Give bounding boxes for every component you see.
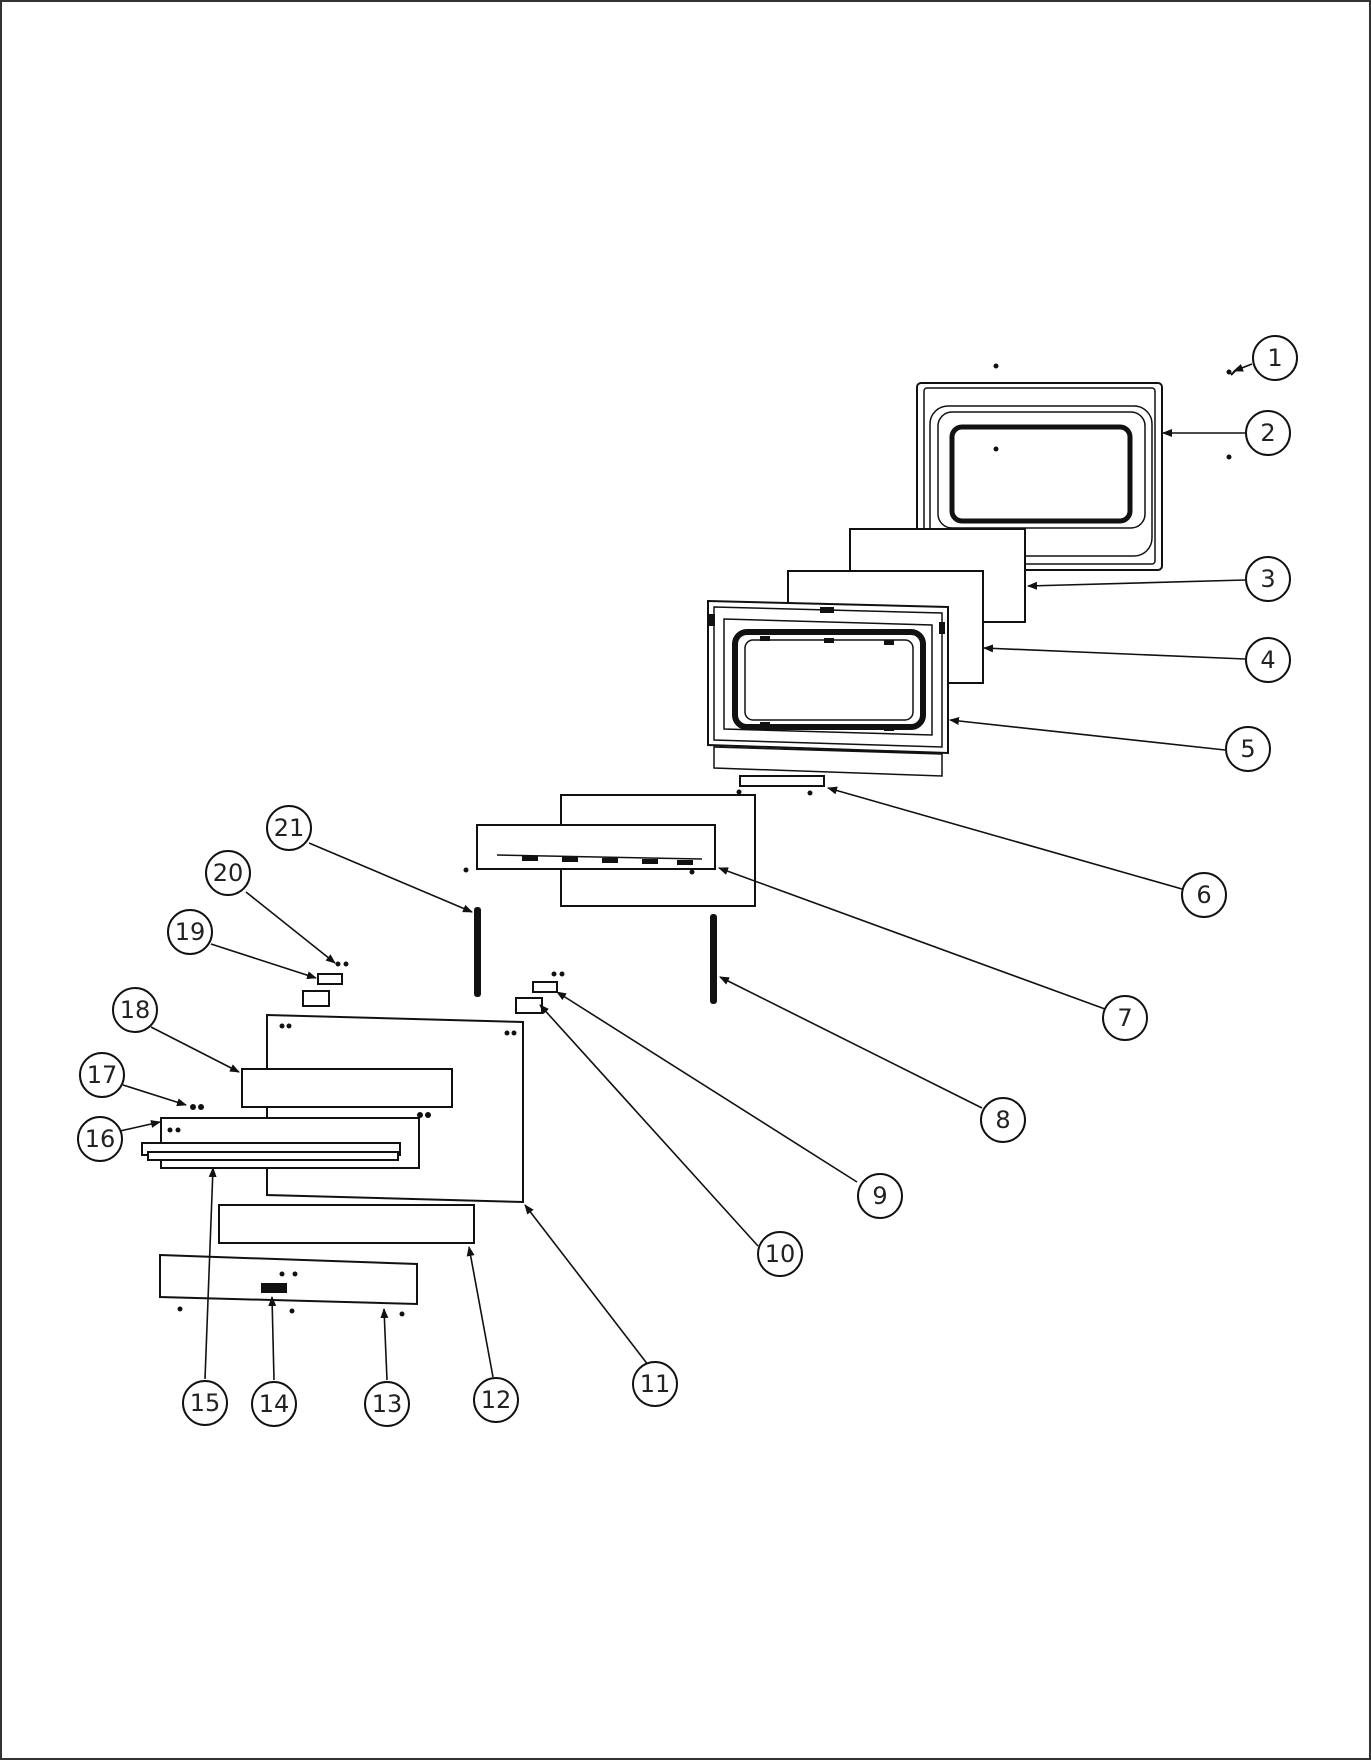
callout-15: 15 bbox=[182, 1380, 228, 1426]
inner-door-frame bbox=[707, 599, 949, 777]
callout-11: 11 bbox=[632, 1361, 678, 1407]
callout-12: 12 bbox=[473, 1377, 519, 1423]
bottom-trim-strip bbox=[736, 775, 825, 796]
outer-door-frame bbox=[916, 363, 1239, 571]
callout-label: 15 bbox=[190, 1389, 221, 1417]
callout-label: 21 bbox=[274, 814, 305, 842]
callout-label: 16 bbox=[85, 1125, 116, 1153]
callout-label: 1 bbox=[1267, 344, 1282, 372]
callout-label: 19 bbox=[175, 918, 206, 946]
callout-3: 3 bbox=[1245, 556, 1291, 602]
callout-10: 10 bbox=[757, 1231, 803, 1277]
callout-7: 7 bbox=[1102, 995, 1148, 1041]
callout-4: 4 bbox=[1245, 637, 1291, 683]
callout-5: 5 bbox=[1225, 726, 1271, 772]
callout-label: 11 bbox=[640, 1370, 671, 1398]
callout-label: 14 bbox=[259, 1390, 290, 1418]
callout-21: 21 bbox=[266, 805, 312, 851]
callout-19: 19 bbox=[167, 909, 213, 955]
leader-lines bbox=[119, 363, 1253, 1381]
callout-6: 6 bbox=[1181, 872, 1227, 918]
callout-label: 18 bbox=[120, 996, 151, 1024]
callout-label: 13 bbox=[372, 1390, 403, 1418]
callout-label: 3 bbox=[1260, 565, 1275, 593]
glass-strip-12 bbox=[218, 1204, 475, 1244]
callout-label: 9 bbox=[872, 1182, 887, 1210]
callout-1: 1 bbox=[1252, 335, 1298, 381]
callout-label: 10 bbox=[765, 1240, 796, 1268]
callout-9: 9 bbox=[857, 1173, 903, 1219]
glass-strip-18 bbox=[241, 1068, 453, 1108]
callout-label: 7 bbox=[1117, 1004, 1132, 1032]
callout-label: 2 bbox=[1260, 419, 1275, 447]
callout-label: 5 bbox=[1240, 735, 1255, 763]
outer-door-panel bbox=[266, 1013, 524, 1204]
door-rail-right bbox=[710, 914, 717, 1004]
callout-8: 8 bbox=[980, 1097, 1026, 1143]
callout-14: 14 bbox=[251, 1381, 297, 1427]
callouts: 1 2 3 4 5 6 7 8 9 10 11 12 13 14 15 16 1… bbox=[77, 335, 1298, 1427]
callout-2: 2 bbox=[1245, 410, 1291, 456]
hinge-bracket-left bbox=[302, 961, 349, 1007]
callout-18: 18 bbox=[112, 987, 158, 1033]
callout-label: 6 bbox=[1196, 881, 1211, 909]
hinge-bracket-right bbox=[515, 971, 565, 1014]
callout-13: 13 bbox=[364, 1381, 410, 1427]
callout-label: 17 bbox=[87, 1061, 118, 1089]
vent-baffle-panel bbox=[463, 794, 756, 907]
callout-label: 20 bbox=[213, 859, 244, 887]
door-rail-left bbox=[474, 907, 481, 997]
callout-20: 20 bbox=[205, 850, 251, 896]
control-panel bbox=[159, 1253, 418, 1317]
callout-label: 12 bbox=[481, 1386, 512, 1414]
callout-16: 16 bbox=[77, 1116, 123, 1162]
handle-assembly bbox=[141, 1104, 431, 1169]
callout-label: 4 bbox=[1260, 646, 1275, 674]
callout-label: 8 bbox=[995, 1106, 1010, 1134]
callout-17: 17 bbox=[79, 1052, 125, 1098]
